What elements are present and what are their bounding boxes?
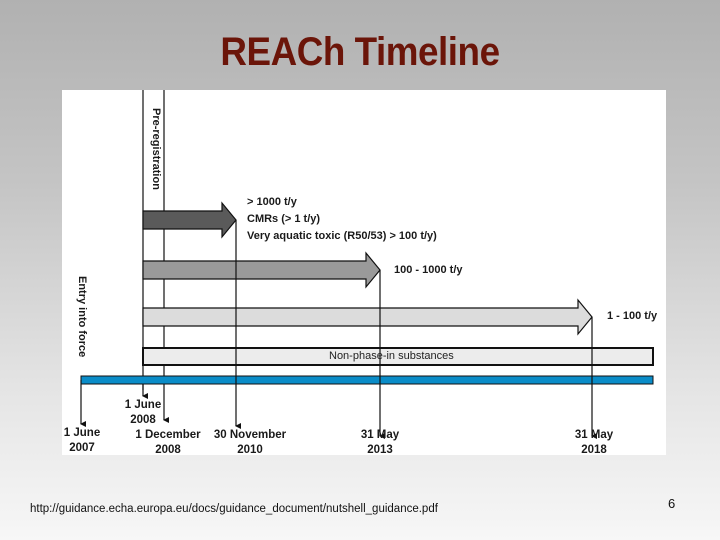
slide-title: REACh Timeline <box>220 30 500 74</box>
entry-into-force-label: Entry into force <box>76 276 88 358</box>
arrow-1-label-line-3: Very aquatic toxic (R50/53) > 100 t/y) <box>247 230 437 242</box>
arrow-3-label: 1 - 100 t/y <box>607 310 658 322</box>
arrow-phase-2 <box>142 251 381 289</box>
page-number: 6 <box>668 496 676 511</box>
arrow-phase-3 <box>142 298 593 336</box>
source-link[interactable]: http://guidance.echa.europa.eu/docs/guid… <box>30 503 438 515</box>
timeline-diagram: Pre-registration Entry into force > 1000… <box>62 90 666 456</box>
arrow-2-label: 100 - 1000 t/y <box>394 264 463 276</box>
arrow-1-label-line-2: CMRs (> 1 t/y) <box>247 213 321 225</box>
timeline-graphics <box>80 90 654 439</box>
non-phase-in-label: Non-phase-in substances <box>329 350 454 362</box>
arrow-1-label-line-1: > 1000 t/y <box>247 196 297 208</box>
pre-registration-label: Pre-registration <box>150 108 162 190</box>
arrow-phase-1 <box>142 201 237 239</box>
